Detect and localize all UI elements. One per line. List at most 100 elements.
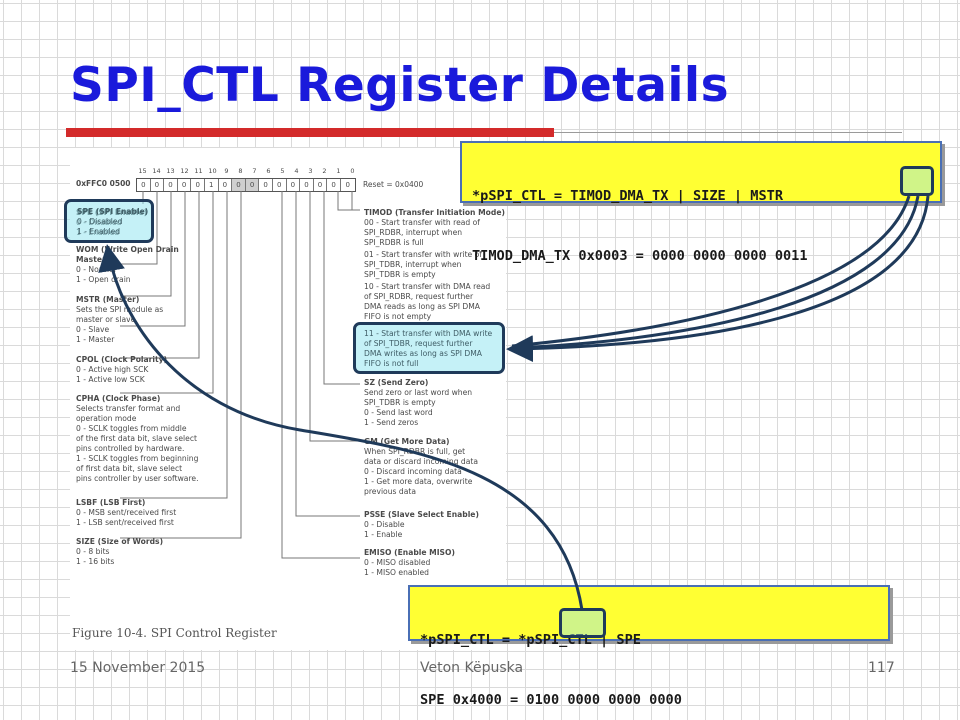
field-sz-line: SPI_TDBR is empty	[364, 398, 436, 407]
field-psse-line: 1 - Enable	[364, 530, 403, 539]
field-lsbf-line: 1 - LSB sent/received first	[76, 518, 174, 527]
bit-cell: 0	[137, 179, 151, 191]
field-timod-name: TIMOD (Transfer Initiation Mode)	[364, 208, 505, 217]
field-gm-line: When SPI_RDBR is full, get	[364, 447, 466, 456]
title-underline-red	[66, 128, 554, 137]
field-cpha-line: of the first data bit, slave select	[76, 434, 197, 443]
code-line: *pSPI_CTL = *pSPI_CTL | SPE	[420, 632, 641, 648]
bit-cell: 0	[314, 179, 328, 191]
bit-number: 3	[308, 167, 313, 175]
timod-11-line: of SPI_TDBR, request further	[364, 339, 473, 348]
field-sz-line: Send zero or last word when	[364, 388, 473, 397]
field-timod-line: 00 - Start transfer with read of	[364, 218, 480, 227]
bits-0100-highlight	[559, 608, 606, 638]
bit-number: 12	[180, 167, 189, 175]
field-mstr-line: 0 - Slave	[76, 325, 110, 334]
field-size-name: SIZE (Size of Words)	[76, 537, 164, 546]
code-box-spe: *pSPI_CTL = *pSPI_CTL | SPE SPE 0x4000 =…	[408, 585, 890, 708]
slide-title: SPI_CTL Register Details	[70, 58, 730, 113]
spe-highlight-line: 1 - Enabled	[77, 227, 121, 236]
field-cpol-line: 0 - Active high SCK	[76, 365, 149, 374]
field-emiso-line: 0 - MISO disabled	[364, 558, 431, 567]
footer-author: Veton Këpuska	[420, 660, 524, 676]
field-wom-line: Master)	[76, 255, 110, 264]
bit-number: 7	[252, 167, 257, 175]
field-emiso-name: EMISO (Enable MISO)	[364, 548, 455, 557]
field-cpha-line: operation mode	[76, 414, 137, 423]
field-sz-line: 0 - Send last word	[364, 408, 433, 417]
bit-cell: 0	[151, 179, 165, 191]
bit-number: 9	[224, 167, 229, 175]
field-mstr-line: Sets the SPI module as	[76, 305, 164, 314]
bit-cell: 0	[300, 179, 314, 191]
timod-11-line: DMA writes as long as SPI DMA	[364, 349, 482, 358]
field-mstr-name: MSTR (Master)	[76, 295, 140, 304]
field-wom-line: 0 - Normal	[76, 265, 116, 274]
field-psse-name: PSSE (Slave Select Enable)	[364, 510, 479, 519]
bit-number: 13	[166, 167, 175, 175]
field-cpol-line: 1 - Active low SCK	[76, 375, 145, 384]
field-size-line: 1 - 16 bits	[76, 557, 115, 566]
spe-highlight: SPE (SPI Enable) 0 - Disabled 1 - Enable…	[64, 199, 154, 243]
field-cpha-line: 1 - SCLK toggles from beginning	[76, 454, 199, 463]
bit-cell: 0	[178, 179, 192, 191]
bit-number: 1	[336, 167, 341, 175]
bit-number: 14	[152, 167, 161, 175]
bit-number: 8	[238, 167, 243, 175]
bit-cell: 0	[287, 179, 301, 191]
bit-number: 4	[294, 167, 299, 175]
field-timod-line: SPI_TDBR is empty	[364, 270, 436, 279]
field-wom-name: WOM (Write Open Drain	[76, 245, 179, 254]
code-box-timod: *pSPI_CTL = TIMOD_DMA_TX | SIZE | MSTR T…	[460, 141, 942, 264]
bit-cell: 0	[273, 179, 287, 191]
field-timod-line: SPI_RDBR is full	[364, 238, 424, 247]
field-emiso-line: 1 - MISO enabled	[364, 568, 429, 577]
bit-number-row: 15 14 13 12 11 10 9 8 7 6 5 4 3 2 1 0	[136, 167, 356, 177]
field-lsbf-line: 0 - MSB sent/received first	[76, 508, 177, 517]
field-psse-line: 0 - Disable	[364, 520, 405, 529]
footer-page-number: 117	[868, 660, 895, 676]
bit-number: 2	[322, 167, 327, 175]
bit-cells: 0 0 0 0 0 1 0 0 0 0 0 0 0 0 0 0	[136, 178, 356, 192]
bit-number: 0	[350, 167, 355, 175]
field-sz-name: SZ (Send Zero)	[364, 378, 429, 387]
spe-highlight-name: SPE (SPI Enable)	[77, 207, 149, 216]
field-timod-line: FIFO is not empty	[364, 312, 432, 321]
field-timod-line: of SPI_RDBR, request further	[364, 292, 474, 301]
bit-cell: 0	[259, 179, 273, 191]
field-lsbf-name: LSBF (LSB First)	[76, 498, 146, 507]
bit-cell: 0	[191, 179, 205, 191]
bit-number: 11	[194, 167, 203, 175]
field-cpha-line: of first data bit, slave select	[76, 464, 183, 473]
bit-cell: 0	[327, 179, 341, 191]
field-gm-line: 1 - Get more data, overwrite	[364, 477, 473, 486]
code-line: TIMOD_DMA_TX 0x0003 = 0000 0000 0000 001…	[472, 248, 808, 264]
bit-cell: 0	[245, 179, 260, 191]
bit-cell: 0	[345, 181, 350, 189]
field-mstr-line: master or slave	[76, 315, 136, 324]
bit-number: 5	[280, 167, 285, 175]
figure-caption: Figure 10-4. SPI Control Register	[72, 626, 277, 640]
field-gm-line: previous data	[364, 487, 416, 496]
field-gm-name: GM (Get More Data)	[364, 437, 450, 446]
code-line: *pSPI_CTL = TIMOD_DMA_TX | SIZE | MSTR	[472, 188, 783, 204]
footer-date: 15 November 2015	[70, 660, 206, 676]
field-cpol-name: CPOL (Clock Polarity)	[76, 355, 168, 364]
field-cpha-line: 0 - SCLK toggles from middle	[76, 424, 187, 433]
field-timod-line: 01 - Start transfer with write of	[364, 250, 482, 259]
timod-11-highlight: 11 - Start transfer with DMA write of SP…	[353, 322, 505, 374]
field-wom-line: 1 - Open drain	[76, 275, 131, 284]
bit-cell: 0	[164, 179, 178, 191]
field-timod-line: DMA reads as long as SPI DMA	[364, 302, 480, 311]
bit-number: 15	[138, 167, 147, 175]
field-timod-line: SPI_TDBR, interrupt when	[364, 260, 462, 269]
bit-number: 10	[208, 167, 217, 175]
bit-number: 6	[266, 167, 271, 175]
register-address: 0xFFC0 0500	[76, 179, 131, 188]
spe-highlight-line: 0 - Disabled	[77, 217, 123, 226]
field-cpha-line: Selects transfer format and	[76, 404, 181, 413]
field-timod-line: SPI_RDBR, interrupt when	[364, 228, 463, 237]
field-size-line: 0 - 8 bits	[76, 547, 110, 556]
bit-cell: 0	[219, 179, 233, 191]
field-cpha-line: pins controller by user software.	[76, 474, 199, 483]
